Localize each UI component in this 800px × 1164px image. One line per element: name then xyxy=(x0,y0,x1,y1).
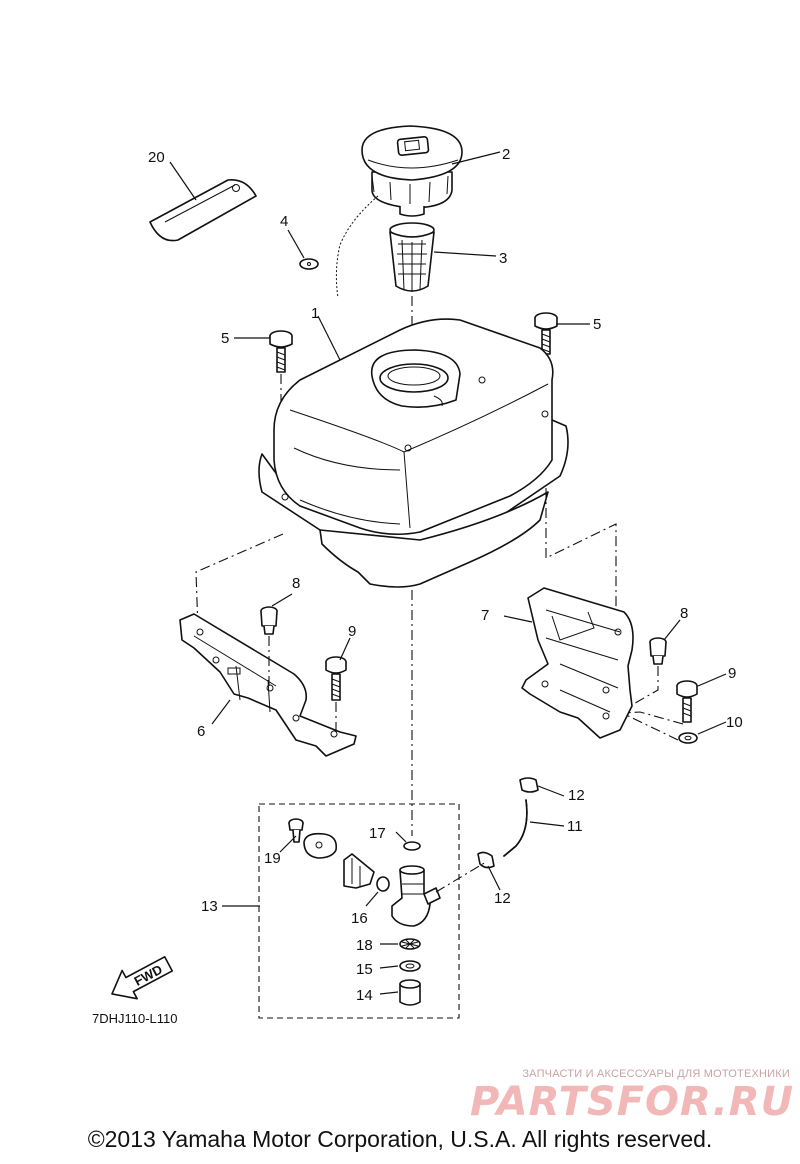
part-2-fuel-cap xyxy=(361,125,463,217)
part-9-bolt-left xyxy=(325,656,347,701)
callout-5-right: 5 xyxy=(593,316,601,333)
fuel-cock-assembly-box xyxy=(258,803,460,1019)
callout-16: 16 xyxy=(351,910,368,927)
callout-9-left: 9 xyxy=(348,623,356,640)
watermark-tagline: ЗАПЧАСТИ И АКСЕССУАРЫ ДЛЯ МОТОТЕХНИКИ xyxy=(522,1068,790,1080)
callout-4: 4 xyxy=(280,213,288,230)
cap-retaining-chain xyxy=(335,195,379,299)
callout-20: 20 xyxy=(148,149,165,166)
callout-8-left: 8 xyxy=(292,575,300,592)
callout-3: 3 xyxy=(499,250,507,267)
callout-labels: 20 2 4 3 5 5 1 8 7 9 8 6 9 10 12 11 17 1… xyxy=(92,146,743,1026)
callout-8-right: 8 xyxy=(680,605,688,622)
fwd-arrow-label: FWD xyxy=(132,962,165,989)
callout-19: 19 xyxy=(264,850,281,867)
hose-to-cock-line xyxy=(435,861,487,893)
callout-10: 10 xyxy=(726,714,743,731)
callout-7: 7 xyxy=(481,607,489,624)
part-4-washer xyxy=(299,258,319,270)
callout-5-left: 5 xyxy=(221,330,229,347)
callout-11: 11 xyxy=(567,818,583,835)
part-12-clamp-top xyxy=(519,777,539,793)
part-5-bolt-left xyxy=(269,330,293,373)
tank-to-bracket-7-line xyxy=(545,488,617,630)
fuel-cock-lever xyxy=(343,853,375,889)
washer-10-axis xyxy=(619,711,679,741)
fwd-arrow-icon: FWD xyxy=(111,956,174,1000)
callout-14: 14 xyxy=(356,987,373,1004)
part-15-gasket xyxy=(399,960,421,972)
part-10-washer xyxy=(678,732,698,744)
part-20-label-plate xyxy=(149,179,257,242)
callout-15: 15 xyxy=(356,961,373,978)
watermark: ЗАПЧАСТИ И АКСЕССУАРЫ ДЛЯ МОТОТЕХНИКИ PA… xyxy=(470,1068,795,1125)
part-1-fuel-tank xyxy=(258,318,569,588)
part-16-o-ring xyxy=(376,876,390,892)
copyright-notice: ©2013 Yamaha Motor Corporation, U.S.A. A… xyxy=(87,1126,713,1152)
callout-12-bottom: 12 xyxy=(494,890,511,907)
callout-13: 13 xyxy=(201,898,218,915)
leader-lines xyxy=(169,151,727,995)
callout-18: 18 xyxy=(356,937,373,954)
part-18-screen xyxy=(399,938,421,950)
part-19-screw-plate xyxy=(288,818,338,859)
callout-6: 6 xyxy=(197,723,205,740)
part-14-sediment-cup xyxy=(399,979,421,1006)
watermark-logo: PARTSFOR.RU xyxy=(470,1079,795,1125)
fuel-cock-body xyxy=(391,865,441,927)
part-5-bolt-right xyxy=(534,312,558,355)
callout-2: 2 xyxy=(502,146,510,163)
drawing-code: 7DHJ110-L110 xyxy=(92,1011,178,1026)
mount-8-right-axis xyxy=(629,666,659,707)
callout-9-right: 9 xyxy=(728,665,736,682)
part-9-bolt-right xyxy=(676,680,698,723)
part-11-fuel-hose xyxy=(503,799,528,857)
callout-17: 17 xyxy=(369,825,386,842)
tank-to-bracket-6-line xyxy=(195,533,284,631)
part-3-strainer xyxy=(389,222,435,292)
part-6-bracket-left xyxy=(179,613,357,757)
part-17-o-ring xyxy=(403,841,421,851)
part-12-clamp-bottom xyxy=(477,851,495,869)
callout-12-top: 12 xyxy=(568,787,585,804)
callout-1: 1 xyxy=(311,305,319,322)
part-7-bracket-right xyxy=(521,587,634,739)
part-8-mount-right xyxy=(649,637,667,665)
part-8-mount-left xyxy=(260,606,278,635)
